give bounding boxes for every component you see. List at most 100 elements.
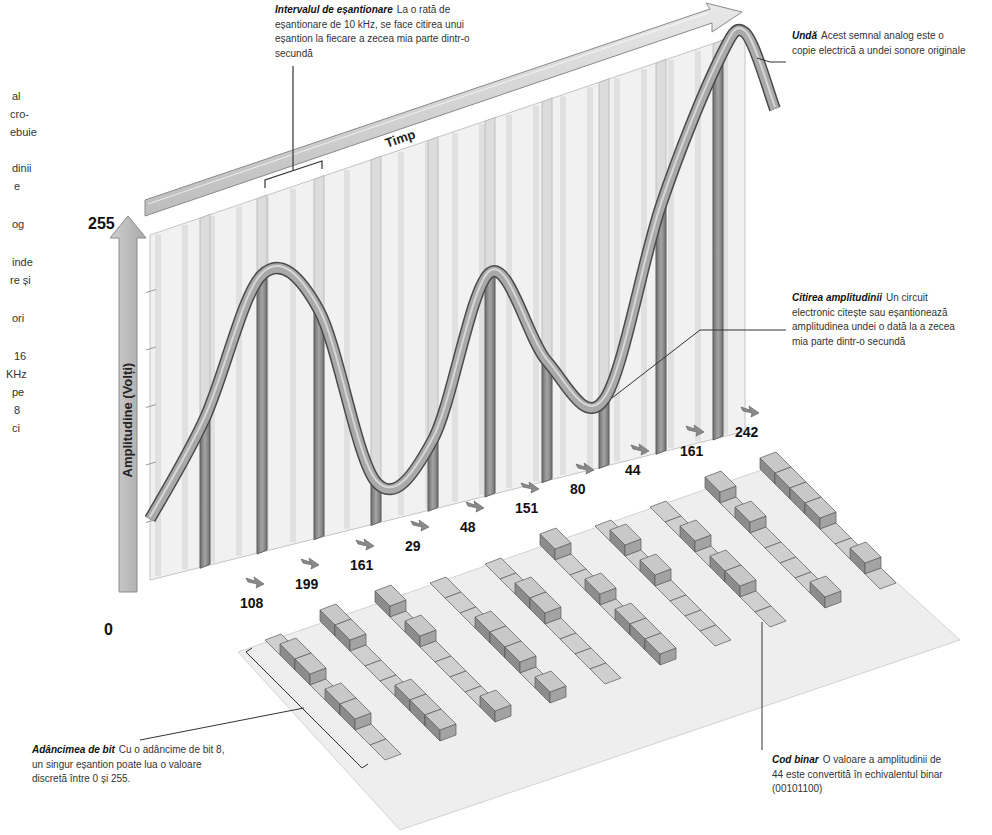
cropped-text: KHz [6,368,27,382]
one-bit-top [810,576,841,597]
one-bit-top [850,542,881,563]
zero-bit-tile [755,606,786,627]
one-bit-top [805,497,836,518]
tick-mark [146,290,156,293]
cropped-text: cro- [10,108,29,122]
cropped-text: e [14,180,20,194]
cropped-text: og [12,218,24,232]
sample-value: 161 [680,443,703,461]
sample-arrow [356,539,374,550]
amplitude-callout: Citirea amplitudiniiUn circuit electroni… [790,290,972,350]
bit-depth-callout: Adâncimea de bitCu o adâncime de bit 8, … [30,742,239,788]
sample-value: 80 [570,481,586,499]
sample-bar [713,60,723,440]
panel-stripe [668,60,674,448]
panel-stripe [452,133,458,501]
one-bit-top [610,524,641,545]
zero-bit-tile [865,568,896,589]
amplitude-axis [110,216,146,592]
sample-value: 199 [295,576,318,594]
sample-arrow [246,577,264,588]
cropped-text: 16 [14,350,26,364]
one-bit-top [540,528,571,549]
zero-bit-tile [370,739,401,760]
sample-panel [146,33,745,580]
code-plane [238,467,960,830]
one-bit-top [645,633,676,654]
sample-post [485,117,495,497]
cropped-text: inde [12,256,33,270]
cropped-text: dinii [12,162,32,176]
sample-value: 242 [735,424,758,442]
cropped-text: ori [12,312,24,326]
one-bit-top [425,709,456,730]
axis-max: 255 [88,214,115,234]
sample-post [656,59,666,454]
sample-value: 151 [515,500,538,518]
callout-heading: Undă [792,30,817,41]
sample-arrow [576,463,594,474]
amplitude-axis-label: Amplitudine (Volți) [120,363,136,478]
callout-heading: Citirea amplitudinii [792,292,882,303]
panel-stripe [533,106,539,482]
one-bit-top [725,565,756,586]
sample-post [713,40,723,440]
cropped-text: pe [12,386,24,400]
sample-post [314,176,324,540]
one-bit-top [295,653,326,674]
panel-stripe [182,225,188,569]
sample-arrow [411,520,429,531]
zero-bit-tile [590,663,621,684]
one-bit-top [735,501,766,522]
one-bit-top [335,619,366,640]
one-bit-top [585,573,616,594]
sample-arrow [301,558,319,569]
sample-arrow [741,406,759,417]
sample-arrow [466,501,484,512]
panel-stripe [344,170,350,529]
leader-lines [140,58,786,768]
sample-bar [314,308,324,539]
one-bit-top [340,698,371,719]
sample-post [200,214,210,568]
cropped-text: al [12,90,21,104]
panel-stripe [614,78,620,461]
interval-callout: Intervalul de eșantionareLa o rată de eș… [273,2,477,62]
one-bit-top [705,471,736,492]
one-bit-top [680,520,711,541]
cropped-text: re și [10,274,31,288]
one-bit-top [535,671,566,692]
callout-heading: Adâncimea de bit [32,744,115,755]
one-bit-top [480,690,511,711]
analog-wave-outline [150,30,775,519]
callout-heading: Cod binar [772,754,819,765]
sample-value: 161 [350,557,373,575]
sample-arrow [521,482,539,493]
cropped-text: 8 [14,404,20,418]
sample-value: 48 [460,519,476,537]
analog-wave [150,30,775,519]
one-bit-top [375,585,406,606]
sample-bar [485,271,495,497]
panel-stripe [479,124,485,495]
zero-bit-tile [700,625,731,646]
panel-stripe [155,234,161,576]
panel-stripe [236,207,242,556]
wave-callout: UndăAcest semnal analog este o copie ele… [790,28,972,59]
sample-post [257,195,267,554]
sample-bar [542,359,552,482]
sample-arrow [631,444,649,455]
panel-stripe [398,152,404,516]
panel-stripe [560,97,566,475]
interval-bracket [265,66,322,188]
callout-text: Acest semnal analog este o copie electri… [792,30,965,56]
one-bit-top [405,615,436,636]
cropped-text: ebuie [10,126,37,140]
sample-value: 108 [240,595,263,613]
panel-stripe [290,188,296,542]
callout-heading: Intervalul de eșantionare [275,4,393,15]
cropped-text: ci [12,422,20,436]
sample-bar [257,273,267,554]
